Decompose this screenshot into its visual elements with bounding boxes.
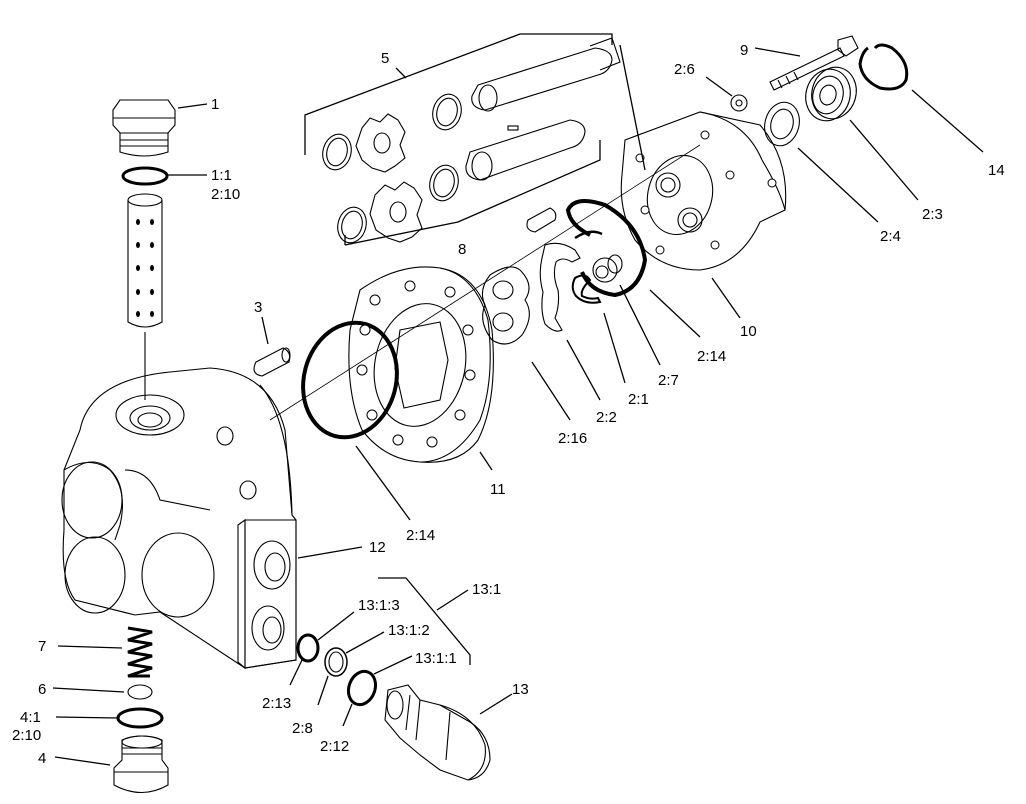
label-9: 9 — [740, 42, 748, 59]
label-1: 1 — [211, 96, 219, 113]
label-2-14-left: 2:14 — [406, 527, 435, 544]
label-2-16: 2:16 — [558, 430, 587, 447]
dowel-pin-2 — [526, 207, 557, 233]
label-4: 4 — [38, 750, 46, 767]
gear-set-5 — [322, 37, 621, 173]
circlip-14 — [858, 43, 909, 91]
label-12: 12 — [369, 539, 386, 556]
plug-part-1 — [112, 99, 176, 157]
label-2-13: 2:13 — [262, 695, 291, 712]
pump-body-12 — [61, 367, 297, 670]
bushing-2-7 — [592, 254, 623, 283]
label-4-1: 4:1 — [20, 709, 41, 726]
leader-lines — [52, 47, 984, 766]
label-13-1: 13:1 — [472, 581, 501, 598]
label-8: 8 — [458, 241, 466, 258]
label-2-6: 2:6 — [674, 61, 695, 78]
label-2-12: 2:12 — [320, 738, 349, 755]
label-7: 7 — [38, 638, 46, 655]
label-6: 6 — [38, 681, 46, 698]
gear-set-8 — [337, 119, 586, 244]
label-2-8: 2:8 — [292, 720, 313, 737]
label-2-14-right: 2:14 — [697, 348, 726, 365]
bearing-2-3 — [805, 66, 857, 122]
end-cover-10 — [620, 111, 787, 271]
seal-2-1 — [571, 274, 602, 304]
label-2-1: 2:1 — [628, 391, 649, 408]
wear-plate-11 — [348, 266, 494, 463]
plug-part-4 — [113, 735, 169, 794]
bracket-8 — [344, 140, 601, 246]
washer-2-6 — [730, 94, 748, 112]
bracket-5-right — [619, 44, 646, 171]
label-2-3: 2:3 — [922, 206, 943, 223]
label-5: 5 — [381, 50, 389, 67]
bolt-9 — [769, 35, 859, 91]
label-2-7: 2:7 — [658, 372, 679, 389]
o-ring-1-1 — [121, 166, 169, 186]
ball-6 — [127, 684, 153, 700]
o-ring-4-1 — [116, 707, 164, 729]
bracket-5 — [304, 33, 613, 155]
label-2-4: 2:4 — [880, 228, 901, 245]
perforated-sleeve — [127, 193, 163, 328]
label-10: 10 — [740, 323, 757, 340]
label-11: 11 — [490, 481, 506, 498]
label-13-1-3: 13:1:3 — [358, 597, 400, 614]
seal-2-16 — [481, 266, 530, 345]
o-ring-2-13 — [296, 633, 320, 663]
backup-ring-2-8 — [324, 647, 348, 677]
label-13: 13 — [512, 681, 529, 698]
o-ring-2-14-right — [565, 199, 648, 298]
label-14: 14 — [988, 162, 1005, 179]
label-13-1-2: 13:1:2 — [388, 622, 430, 639]
spring-7 — [127, 626, 153, 678]
seal-2-2 — [539, 242, 581, 332]
label-2-10-bottom: 2:10 — [12, 727, 41, 744]
label-2-2: 2:2 — [596, 409, 617, 426]
valve-cartridge-13 — [384, 684, 491, 781]
label-1-1: 1:1 — [211, 167, 232, 184]
label-13-1-1: 13:1:1 — [415, 650, 457, 667]
label-3: 3 — [254, 299, 262, 316]
label-2-10-top: 2:10 — [211, 186, 240, 203]
dowel-pin-3 — [253, 347, 291, 377]
o-ring-2-14-left — [301, 320, 399, 440]
bracket-13-1 — [378, 577, 471, 665]
o-ring-2-12 — [346, 669, 378, 707]
ring-2-4 — [764, 101, 800, 147]
